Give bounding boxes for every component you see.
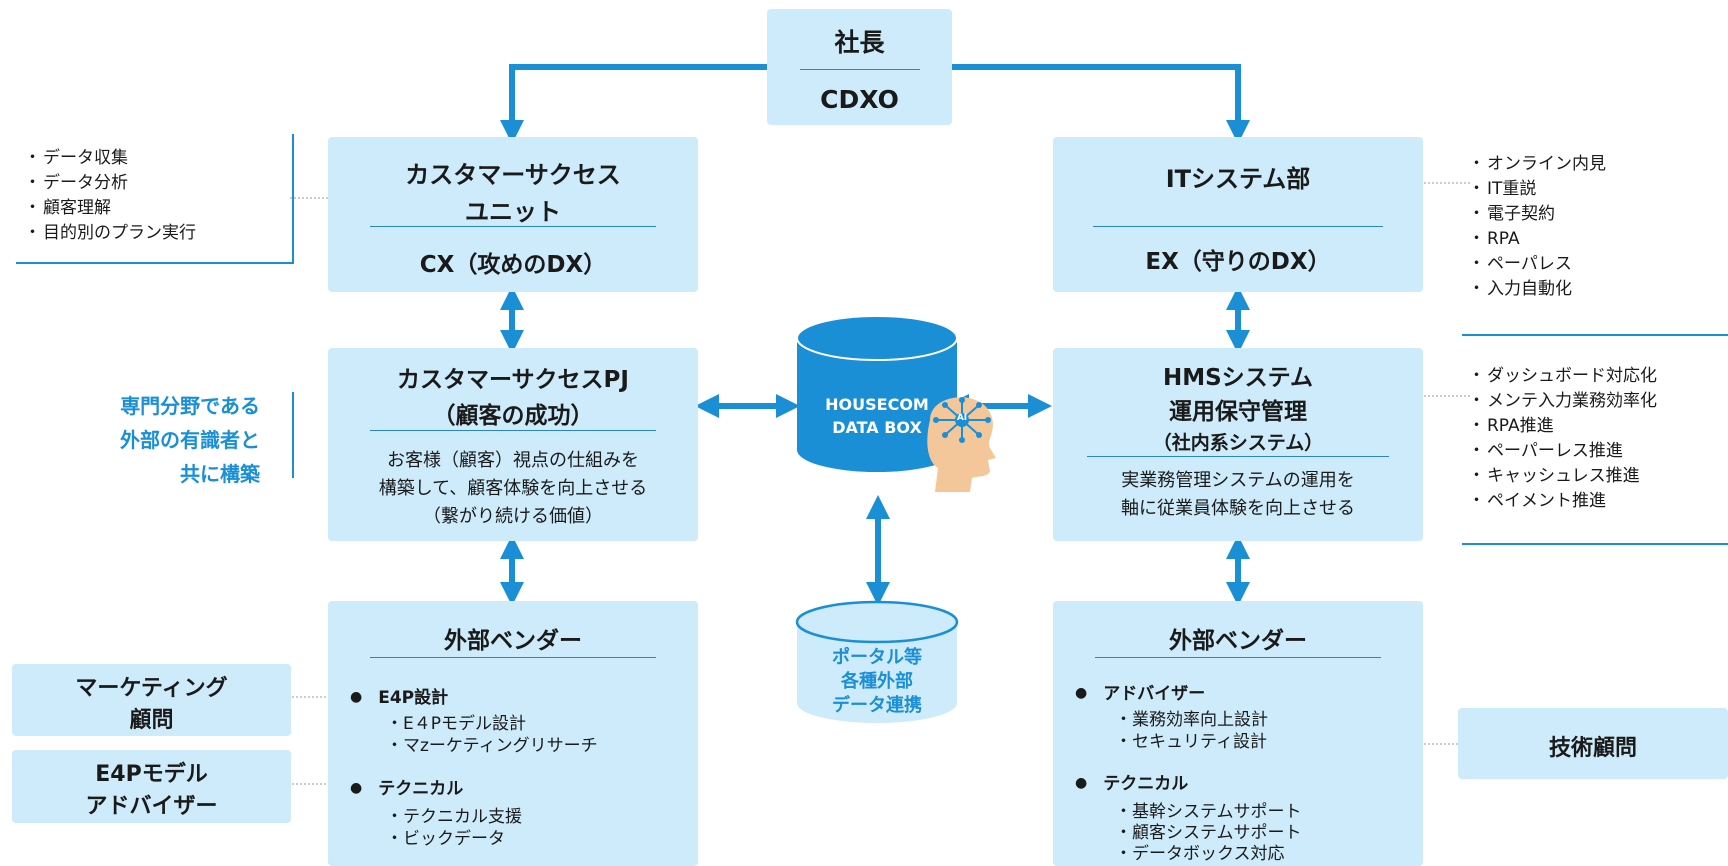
list-item: テクニカル支援 [386,806,522,828]
right-list-1: オンライン内見 IT重説 電子契約 RPA ペーパレス 入力自動化 [1468,152,1606,302]
list-item: メンテ入力業務効率化 [1468,389,1657,414]
cx-unit-sub: CX（攻めのDX） [419,252,607,278]
ai-head-icon [927,397,996,492]
vendor-left-group-2: テクニカル [350,774,463,799]
list-item: 電子契約 [1468,202,1606,227]
tech-advisor-box: 技術顧問 [1458,708,1728,779]
divider [800,69,920,70]
cx-unit-title-2: ユニット [465,198,561,226]
vendor-left-group: E4P設計 [350,683,448,708]
list-item: データボックス対応 [1115,843,1285,865]
list-item: マzーケティングリサーチ [386,735,598,757]
cs-pj-title: カスタマーサクセスPJ [397,367,629,393]
list-item: データ収集 [24,146,196,171]
hms-desc: 実業務管理システムの運用を [1121,470,1355,491]
arrow-president-it [952,64,1250,144]
list-item: RPA [1468,227,1606,252]
e4p-adviser-box: E4Pモデル アドバイザー [12,750,291,823]
list-item: 入力自動化 [1468,277,1606,302]
left-list-bracket-bottom [16,262,294,264]
list-item: ビックデータ [386,828,505,850]
tech-advisor-label: 技術顧問 [1548,736,1637,761]
vendor-right-title: 外部ベンダー [1169,628,1307,654]
hms-title: HMSシステム [1162,365,1313,391]
portal-label: ポータル等 [832,647,922,668]
cx-unit-title: カスタマーサクセス [405,161,621,189]
list-item: 顧客システムサポート [1115,822,1302,844]
databox-cylinder [796,315,958,472]
e4p-adviser-label: E4Pモデル [95,762,208,787]
arrow-president-cx [500,64,767,144]
hms-desc-2: 軸に従業員体験を向上させる [1121,498,1355,519]
list-item: キャッシュレス推進 [1468,464,1657,489]
divider [370,657,656,658]
divider [1093,226,1383,227]
list-item: IT重説 [1468,177,1606,202]
left-list-bracket [292,134,294,264]
right-list-2-rule [1462,543,1728,545]
cx-unit-box: カスタマーサクセス ユニット CX（攻めのDX） [328,137,698,292]
cs-pj-desc-3: （繋がり続ける価値） [423,506,603,527]
vendor-right-box: 外部ベンダー アドバイザー 業務効率向上設計 セキュリティ設計 テクニカル 基幹… [1053,601,1423,866]
list-item: ペーパーレス推進 [1468,439,1657,464]
list-item: E４Pモデル設計 [386,713,526,735]
it-dept-sub: EX（守りのDX） [1145,249,1331,275]
hms-box: HMSシステム 運用保守管理 （社内系システム） 実業務管理システムの運用を 軸… [1053,348,1423,541]
list-item: オンライン内見 [1468,152,1606,177]
divider [1095,657,1381,658]
left-list: データ収集 データ分析 顧客理解 目的別のプラン実行 [24,146,196,246]
cs-pj-desc-2: 構築して、顧客体験を向上させる [378,478,648,499]
it-dept-title: ITシステム部 [1165,165,1311,193]
list-item: 目的別のプラン実行 [24,221,196,246]
experts-text-2: 外部の有識者と [120,428,260,452]
list-item: 顧客理解 [24,196,196,221]
databox-label: HOUSECOM [825,395,929,414]
cs-pj-title-2: （顧客の成功） [432,403,594,429]
marketing-advisor-label: マーケティング [75,676,228,701]
list-item: 業務効率向上設計 [1115,709,1268,731]
ai-label: AI [956,413,968,423]
list-item: ダッシュボード対応化 [1468,364,1657,389]
experts-bar [292,392,294,478]
databox-label-2: DATA BOX [832,418,922,437]
list-item: ペイメント推進 [1468,489,1657,514]
cs-pj-desc: お客様（顧客）視点の仕組みを [387,450,639,471]
hms-title-2: 運用保守管理 [1169,399,1307,425]
divider [370,430,656,431]
right-list-2: ダッシュボード対応化 メンテ入力業務効率化 RPA推進 ペーパーレス推進 キャッ… [1468,364,1657,514]
president-title: 社長 [834,28,885,57]
list-item: セキュリティ設計 [1115,731,1267,753]
marketing-advisor-box: マーケティング 顧問 [12,664,291,736]
experts-text-3: 共に構築 [180,462,260,486]
president-sub: CDXO [820,85,899,114]
list-item: データ分析 [24,171,196,196]
e4p-adviser-label-2: アドバイザー [85,794,218,819]
experts-text: 専門分野である [120,394,260,418]
it-dept-box: ITシステム部 EX（守りのDX） [1053,137,1423,292]
portal-label-2: 各種外部 [841,671,913,692]
portal-cylinder [795,600,959,723]
vendor-right-group-2: テクニカル [1075,769,1188,794]
vendor-left-box: 外部ベンダー E4P設計 E４Pモデル設計 マzーケティングリサーチ テクニカル… [328,601,698,866]
hms-title-3: （社内系システム） [1152,432,1324,454]
marketing-advisor-label-2: 顧問 [129,708,174,733]
portal-label-3: データ連携 [832,695,922,716]
list-item: 基幹システムサポート [1115,801,1302,823]
right-list-1-rule [1462,334,1728,336]
divider [1087,456,1389,457]
president-box: 社長 CDXO [767,9,952,125]
list-item: RPA推進 [1468,414,1657,439]
cs-pj-box: カスタマーサクセスPJ （顧客の成功） お客様（顧客）視点の仕組みを 構築して、… [328,348,698,541]
list-item: ペーパレス [1468,252,1606,277]
vendor-right-group: アドバイザー [1075,679,1205,704]
divider [370,226,656,227]
vendor-left-title: 外部ベンダー [444,628,582,654]
